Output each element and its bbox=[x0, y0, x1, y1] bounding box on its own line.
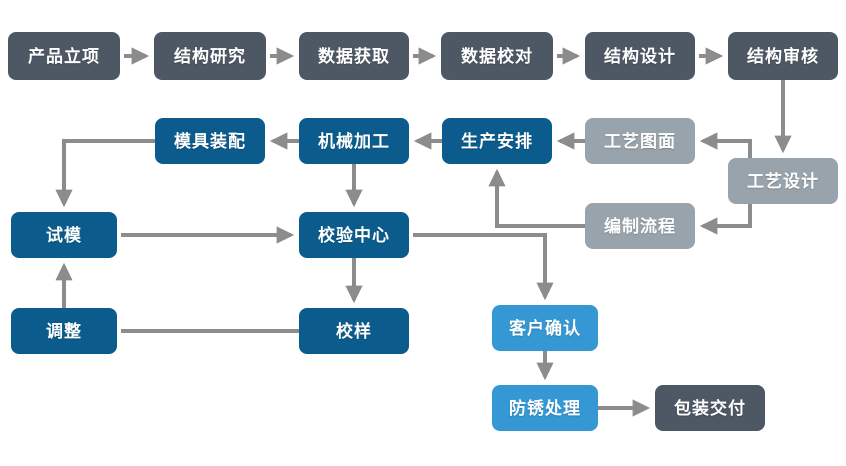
flow-node-n4[interactable]: 数据校对 bbox=[441, 32, 553, 80]
connector-n13-to-n17 bbox=[413, 233, 554, 301]
flow-node-n10[interactable]: 工艺图面 bbox=[585, 118, 695, 164]
flow-node-n14[interactable]: 编制流程 bbox=[585, 203, 695, 249]
connector-n14-to-n9 bbox=[488, 168, 585, 228]
connector-n11-to-n10 bbox=[699, 132, 752, 158]
connector-n7-to-n12 bbox=[55, 139, 155, 208]
flow-node-n11[interactable]: 工艺设计 bbox=[728, 158, 838, 204]
flow-node-n7[interactable]: 模具装配 bbox=[155, 118, 265, 164]
flow-node-n15[interactable]: 调整 bbox=[11, 308, 117, 354]
connector-n11-to-n14 bbox=[699, 204, 752, 235]
flow-node-n13[interactable]: 校验中心 bbox=[299, 212, 409, 258]
flow-node-n9[interactable]: 生产安排 bbox=[442, 118, 552, 164]
flow-node-n1[interactable]: 产品立项 bbox=[8, 32, 120, 80]
flow-node-n18[interactable]: 防锈处理 bbox=[492, 385, 598, 431]
flow-node-n16[interactable]: 校样 bbox=[299, 308, 409, 354]
flow-node-n17[interactable]: 客户确认 bbox=[492, 305, 598, 351]
flow-node-n12[interactable]: 试模 bbox=[11, 212, 117, 258]
flow-node-n2[interactable]: 结构研究 bbox=[154, 32, 266, 80]
flow-node-n5[interactable]: 结构设计 bbox=[585, 32, 695, 80]
flow-node-n3[interactable]: 数据获取 bbox=[299, 32, 409, 80]
flow-node-n8[interactable]: 机械加工 bbox=[299, 118, 409, 164]
flow-node-n19[interactable]: 包装交付 bbox=[655, 385, 765, 431]
flow-node-n6[interactable]: 结构审核 bbox=[728, 32, 838, 80]
